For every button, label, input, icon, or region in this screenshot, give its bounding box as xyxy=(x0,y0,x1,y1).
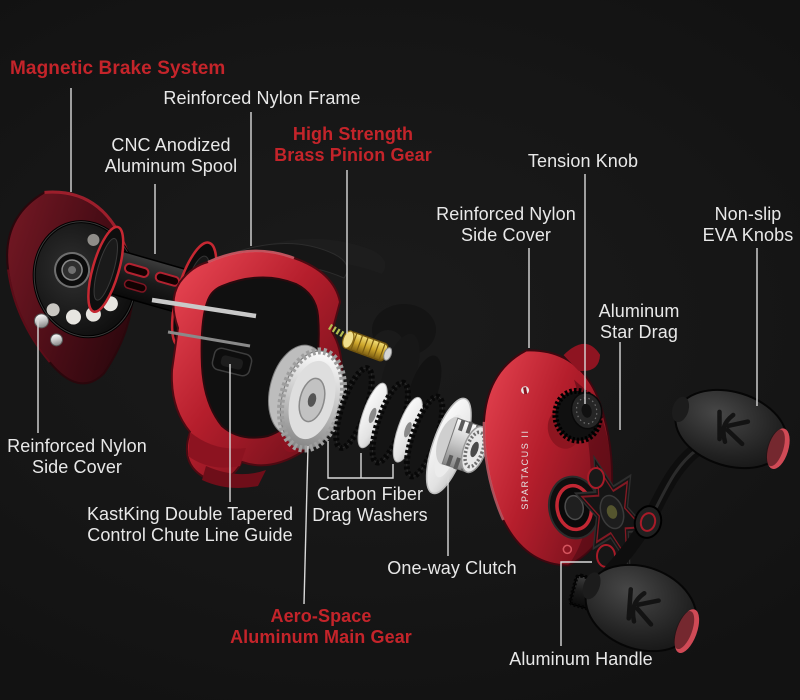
label-side-cover-right: Reinforced Nylon Side Cover xyxy=(436,204,576,246)
pinion-gear-part xyxy=(328,323,393,362)
spartacus-logo xyxy=(521,386,530,395)
label-line: Aluminum xyxy=(598,301,680,321)
label-line: Carbon Fiber xyxy=(316,484,424,504)
right-side-cover-part: SPARTACUS II xyxy=(482,343,614,567)
label-line: Control Chute Line Guide xyxy=(87,525,293,545)
label-drag-washers: Carbon Fiber Drag Washers xyxy=(312,484,428,526)
side-cover-engraving: SPARTACUS II xyxy=(520,429,530,509)
leader-main-gear xyxy=(303,445,309,605)
label-magnetic-brake-system: Magnetic Brake System xyxy=(10,58,226,79)
label-eva-knobs: Non-slip EVA Knobs xyxy=(703,204,794,246)
label-line: Reinforced Nylon xyxy=(436,204,576,224)
tension-knob-part xyxy=(547,387,603,449)
label-line: Reinforced Nylon xyxy=(7,436,147,456)
label-line: High Strength xyxy=(292,124,414,144)
label-line-guide: KastKing Double Tapered Control Chute Li… xyxy=(87,504,293,546)
label-line: Drag Washers xyxy=(312,505,428,525)
leader-drag-washers-bracket xyxy=(327,441,394,479)
leader-lines xyxy=(37,88,758,646)
label-line: Non-slip xyxy=(714,204,782,224)
main-gear-part xyxy=(268,344,348,453)
label-line: Side Cover xyxy=(460,225,552,245)
label-brass-pinion-gear: High Strength Brass Pinion Gear xyxy=(274,124,432,166)
label-line: Star Drag xyxy=(600,322,678,342)
label-aluminum-star-drag: Aluminum Star Drag xyxy=(599,301,680,343)
brake-center-bearing xyxy=(54,251,91,288)
label-line: CNC Anodized xyxy=(111,135,231,155)
label-line: EVA Knobs xyxy=(702,225,794,245)
one-way-clutch-part xyxy=(436,417,489,474)
label-cnc-aluminum-spool: CNC Anodized Aluminum Spool xyxy=(105,135,237,177)
label-line: Aero-Space xyxy=(270,606,372,626)
eva-knob-bottom xyxy=(582,563,700,653)
label-one-way-clutch: One-way Clutch xyxy=(387,558,517,578)
label-side-cover-left: Reinforced Nylon Side Cover xyxy=(7,436,147,478)
label-reinforced-nylon-frame: Reinforced Nylon Frame xyxy=(163,88,361,108)
label-tension-knob: Tension Knob xyxy=(527,151,639,171)
label-line: Aluminum Spool xyxy=(104,156,238,176)
eva-knob-top xyxy=(671,388,790,470)
handle-part xyxy=(568,388,790,653)
label-line: Brass Pinion Gear xyxy=(274,145,432,165)
label-line: Aluminum Main Gear xyxy=(230,627,412,647)
line-guide-part xyxy=(211,347,253,377)
leader-handle xyxy=(560,561,592,646)
label-aluminum-handle: Aluminum Handle xyxy=(509,649,653,669)
label-line: Side Cover xyxy=(31,457,123,477)
label-line: KastKing Double Tapered xyxy=(86,504,294,524)
label-aluminum-main-gear: Aero-Space Aluminum Main Gear xyxy=(230,606,412,648)
